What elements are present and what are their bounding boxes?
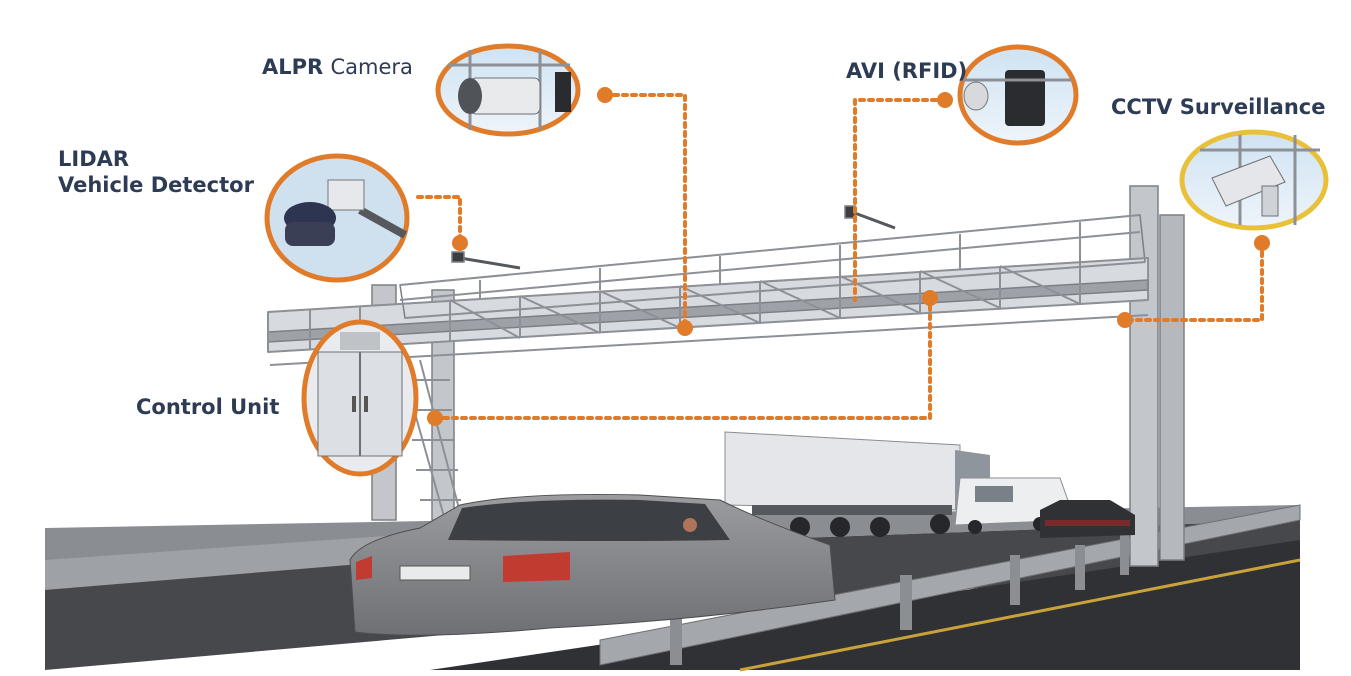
dot-lidar-end (452, 235, 468, 251)
dot-control-end (922, 290, 938, 306)
connector-dots (427, 87, 1270, 426)
label-control-unit: Control Unit (136, 395, 280, 419)
foreground-car (349, 493, 836, 636)
rfid-reader-icon (957, 44, 1079, 146)
dot-alpr-end (677, 320, 693, 336)
connector-control (433, 296, 932, 420)
connector-lidar (416, 195, 462, 245)
label-lidar-line2: Vehicle Detector (58, 173, 254, 197)
label-alpr-camera: ALPR Camera (262, 55, 413, 79)
dot-cctv-start (1254, 235, 1270, 251)
dot-cctv-end (1117, 312, 1133, 328)
alpr-camera-icon (435, 43, 581, 137)
dot-control-start (427, 410, 443, 426)
label-lidar-vehicle-detector: LIDAR Vehicle Detector (58, 146, 254, 198)
label-lidar-line1: LIDAR (58, 147, 130, 171)
label-avi-rfid: AVI (RFID) (846, 59, 968, 83)
truck (724, 431, 990, 537)
dot-alpr-start (597, 87, 613, 103)
connector-cctv (1123, 241, 1264, 322)
control-cabinet-icon (301, 319, 419, 477)
label-cctv-surveillance: CCTV Surveillance (1111, 95, 1326, 119)
connector-lines (416, 93, 1264, 420)
lidar-sensor-icon (264, 153, 410, 283)
connector-avi (853, 98, 947, 302)
dark-sedan (1040, 500, 1135, 538)
connector-alpr (603, 93, 687, 330)
cctv-camera-icon (1179, 129, 1329, 231)
dot-avi-start (937, 92, 953, 108)
